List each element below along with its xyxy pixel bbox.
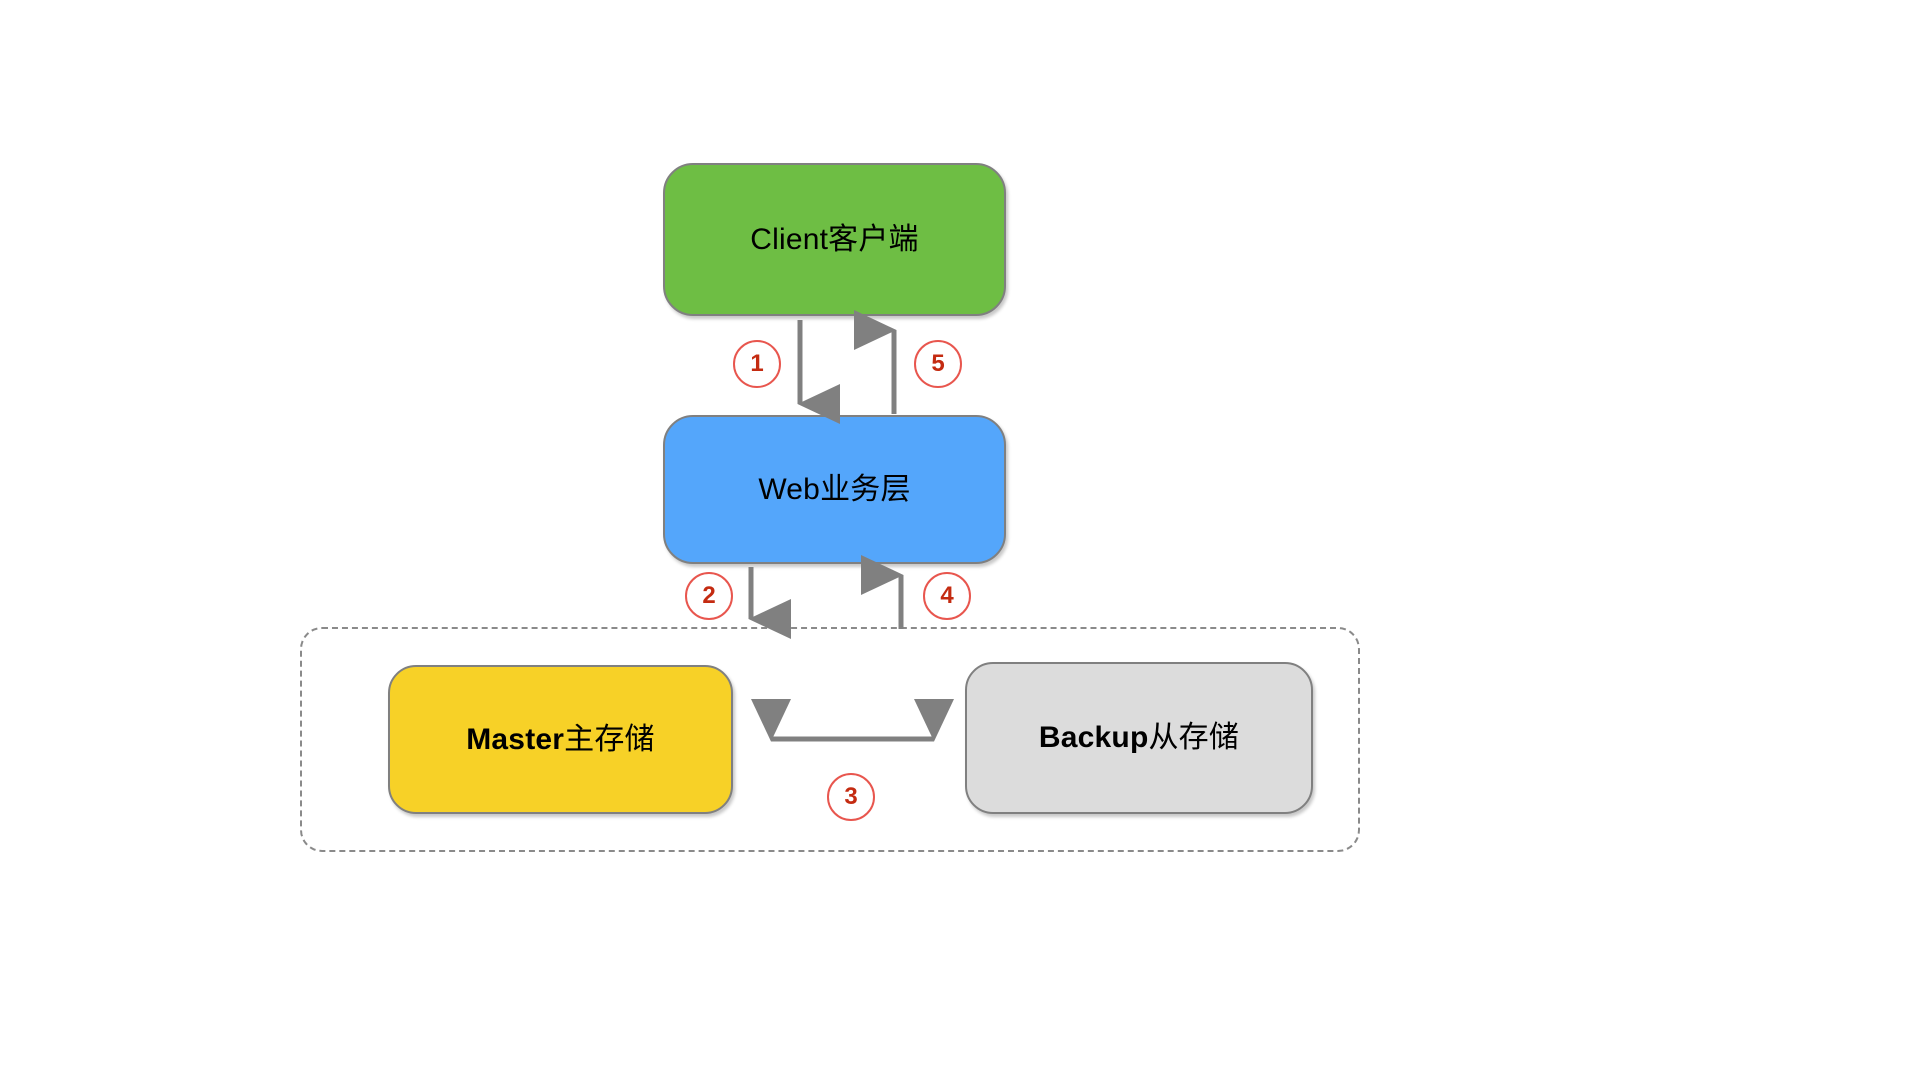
node-web[interactable]: Web业务层 bbox=[663, 415, 1006, 564]
step-badge-5: 5 bbox=[914, 340, 962, 388]
arrow-master-backup-sync bbox=[751, 699, 954, 742]
step-badge-2: 2 bbox=[685, 572, 733, 620]
node-backup-label-cjk: 从存储 bbox=[1148, 721, 1240, 754]
arrow-storage-to-web bbox=[861, 555, 904, 629]
node-client-label-latin: Client bbox=[750, 222, 829, 256]
step-badge-1: 1 bbox=[733, 340, 781, 388]
arrow-web-to-client bbox=[854, 310, 897, 414]
node-client[interactable]: Client客户端 bbox=[663, 163, 1006, 316]
step-badge-3: 3 bbox=[827, 773, 875, 821]
step-badge-4: 4 bbox=[923, 572, 971, 620]
node-web-label-cjk: 业务层 bbox=[820, 472, 911, 506]
arrow-web-to-storage bbox=[748, 567, 791, 639]
node-web-label: Web业务层 bbox=[758, 472, 910, 508]
node-client-label: Client客户端 bbox=[750, 222, 919, 258]
node-master-label-cjk: 主存储 bbox=[564, 722, 655, 756]
node-client-label-cjk: 客户端 bbox=[828, 222, 919, 256]
node-web-label-latin: Web bbox=[758, 472, 821, 506]
node-master-label: Master主存储 bbox=[466, 722, 655, 758]
node-backup-label: Backup从存储 bbox=[1039, 720, 1239, 756]
node-backup[interactable]: Backup从存储 bbox=[965, 662, 1313, 814]
arrow-client-to-web bbox=[797, 320, 840, 424]
node-backup-label-latin: Backup bbox=[1038, 721, 1149, 754]
node-master-label-latin: Master bbox=[466, 722, 565, 756]
storage-group-container bbox=[300, 627, 1360, 852]
node-master[interactable]: Master主存储 bbox=[388, 665, 733, 814]
